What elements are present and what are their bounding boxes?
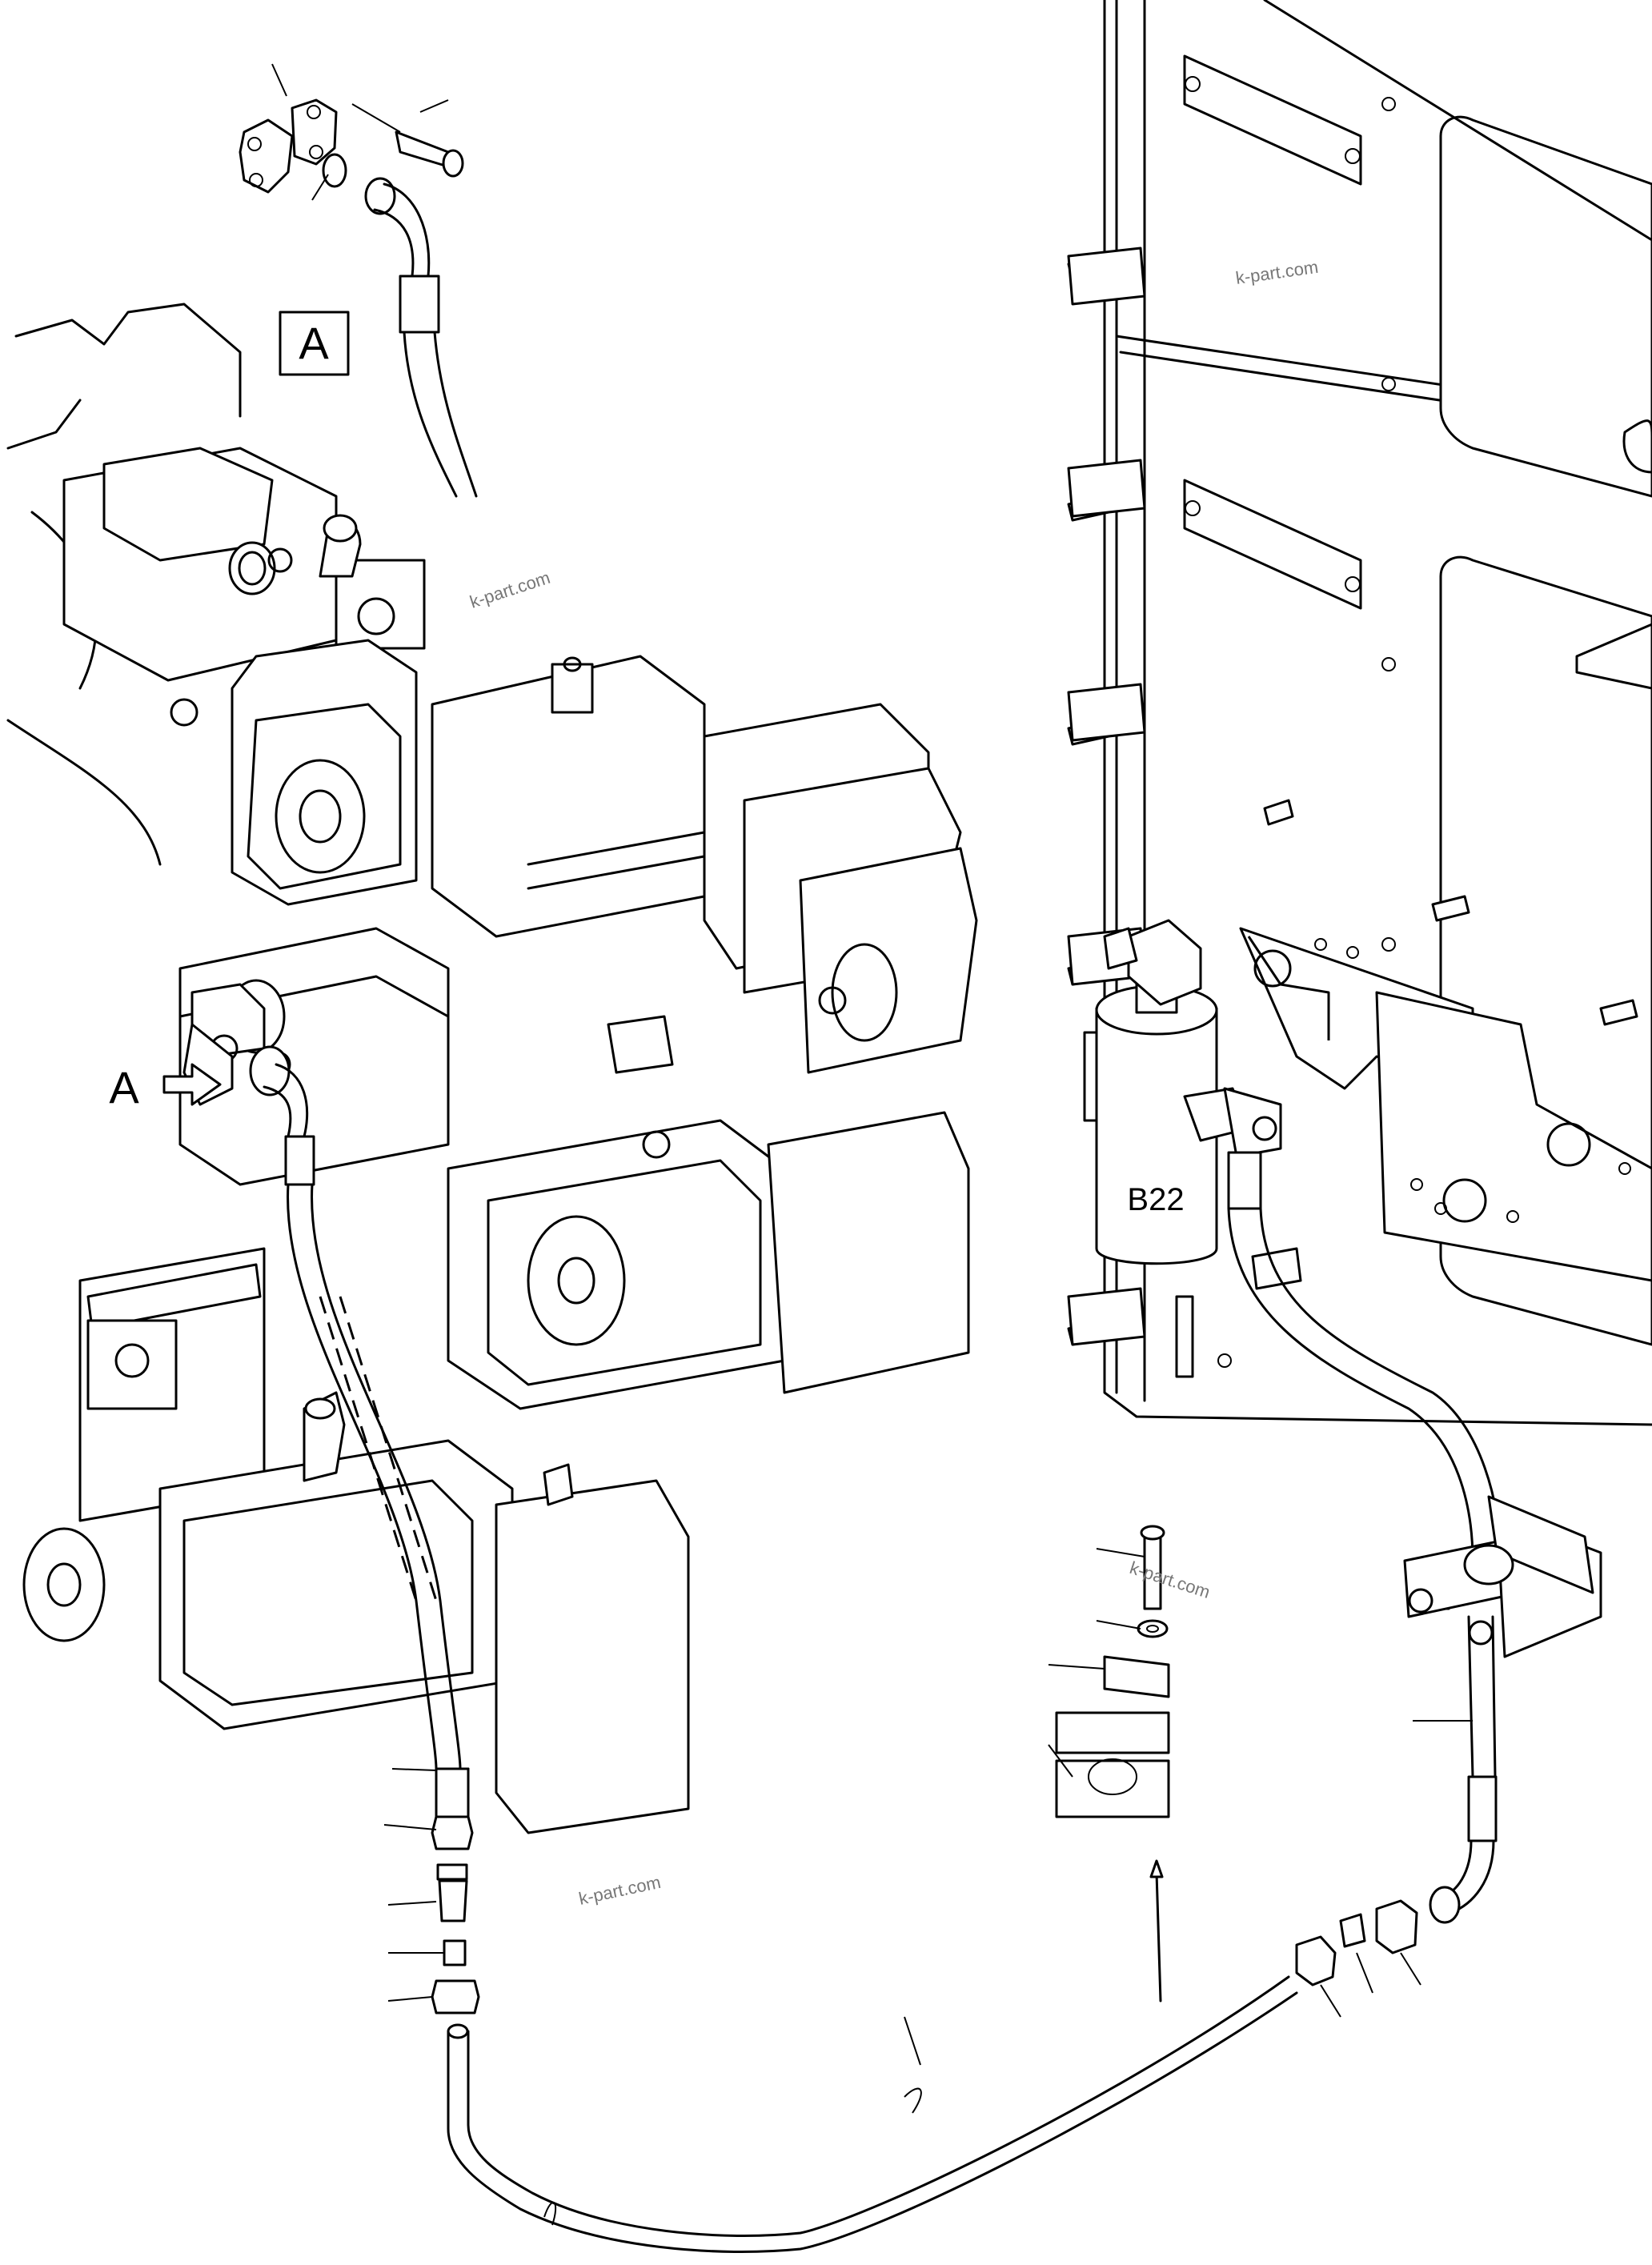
detail-a-pointer-arrow xyxy=(162,1063,222,1106)
clamp-exploded-parts xyxy=(1048,1525,1170,2002)
detail-a-label: A xyxy=(299,318,329,368)
filter-b22: B22 xyxy=(1083,919,1302,1290)
detail-a-flange-assembly xyxy=(239,63,478,498)
watermark: k-part.com xyxy=(1127,1557,1213,1602)
watermark: k-part.com xyxy=(467,567,553,612)
frame-holes xyxy=(1185,76,1396,1368)
watermark: k-part.com xyxy=(1234,257,1319,288)
detail-a-pointer-label: A xyxy=(109,1062,139,1112)
watermark: k-part.com xyxy=(577,1872,663,1909)
detail-a-label-box xyxy=(279,311,350,376)
mounting-frame-right xyxy=(1067,0,1652,1426)
hydraulic-hose-left xyxy=(249,1045,480,2014)
right-fittings xyxy=(1295,1899,1421,2018)
filter-b22-label: B22 xyxy=(1127,1182,1184,1217)
connecting-steel-tube xyxy=(447,1975,1298,2253)
hydraulic-pump-assembly xyxy=(6,303,978,1834)
hydraulic-hose-right xyxy=(1227,1151,1602,1924)
